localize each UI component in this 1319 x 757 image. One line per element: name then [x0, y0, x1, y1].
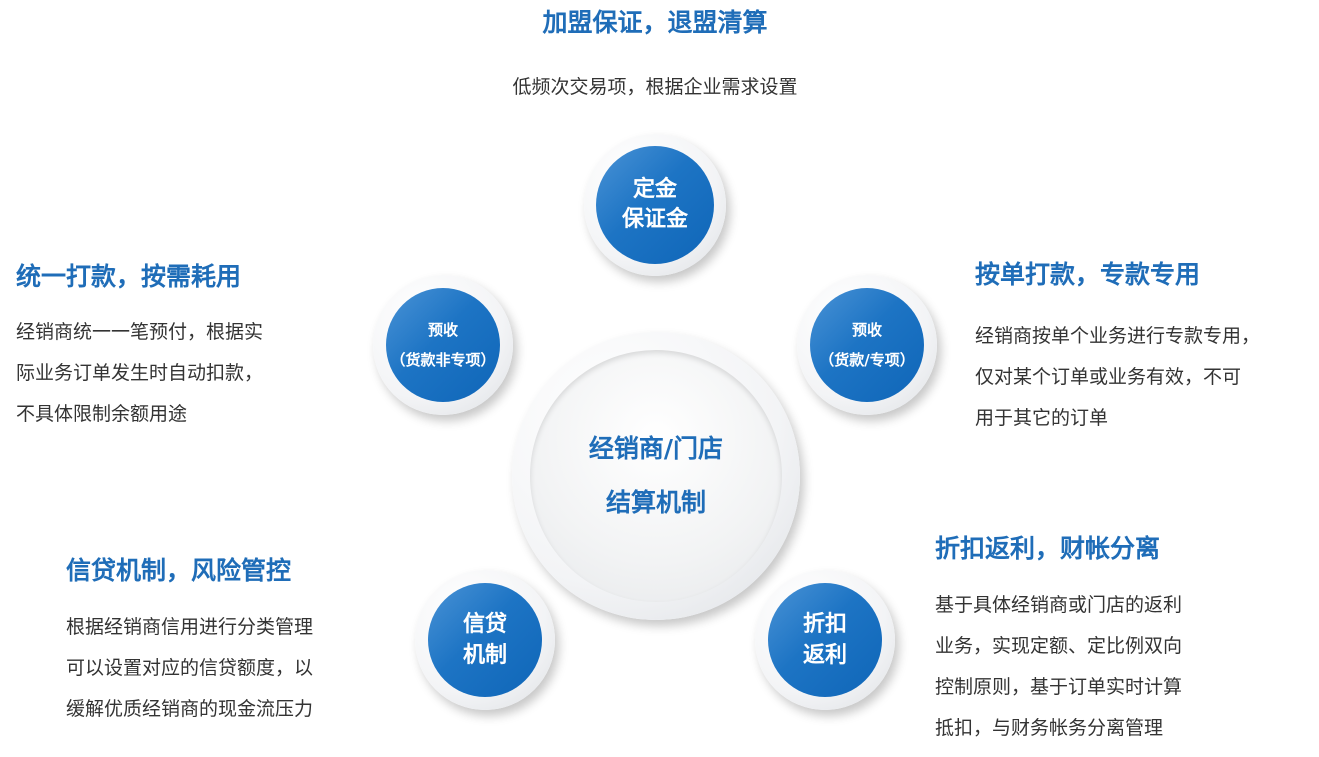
top-circle: 定金 保证金	[596, 146, 714, 264]
right-line: 经销商按单个业务进行专款专用，	[975, 325, 1261, 347]
bottom-left-description: 根据经销商信用进行分类管理 可以设置对应的信贷额度，以 缓解优质经销商的现金流压…	[66, 607, 313, 730]
bottom-left-circle-line-1: 信贷	[462, 612, 507, 637]
bottom-right-circle: 折扣 返利	[768, 583, 882, 697]
center-circle: 经销商/门店 结算机制	[530, 350, 782, 602]
right-heading: 按单打款，专款专用	[975, 260, 1201, 289]
left-circle: 预收 （货款非专项）	[386, 288, 500, 402]
right-line: 仅对某个订单或业务有效，不可	[975, 366, 1242, 388]
bottom-left-heading: 信贷机制，风险管控	[66, 556, 292, 585]
bottom-right-line: 基于具体经销商或门店的返利	[935, 594, 1183, 616]
left-line: 经销商统一一笔预付，根据实	[16, 321, 264, 343]
right-circle: 预收 （货款/专项）	[810, 288, 924, 402]
bottom-right-circle-line-2: 返利	[802, 643, 847, 668]
top-heading: 加盟保证，退盟清算	[542, 8, 768, 37]
left-heading: 统一打款，按需耗用	[16, 262, 242, 291]
bottom-right-line: 控制原则，基于订单实时计算	[935, 676, 1183, 698]
bottom-left-line: 根据经销商信用进行分类管理	[66, 616, 314, 638]
top-circle-line-2: 保证金	[621, 207, 688, 232]
bottom-right-description: 基于具体经销商或门店的返利 业务，实现定额、定比例双向 控制原则，基于订单实时计…	[935, 585, 1182, 749]
right-circle-line-1: 预收	[851, 321, 882, 339]
bottom-left-line: 可以设置对应的信贷额度，以	[66, 657, 314, 679]
right-line: 用于其它的订单	[975, 407, 1109, 429]
left-line: 不具体限制余额用途	[16, 403, 188, 425]
bottom-left-line: 缓解优质经销商的现金流压力	[66, 698, 314, 720]
left-description: 经销商统一一笔预付，根据实 际业务订单发生时自动扣款， 不具体限制余额用途	[16, 312, 263, 435]
bottom-right-heading: 折扣返利，财帐分离	[935, 534, 1161, 563]
center-line-1: 经销商/门店	[588, 434, 724, 463]
bottom-left-circle: 信贷 机制	[428, 583, 542, 697]
bottom-right-line: 抵扣，与财务帐务分离管理	[935, 717, 1164, 739]
center-line-2: 结算机制	[605, 488, 706, 517]
left-line: 际业务订单发生时自动扣款，	[16, 362, 264, 384]
bottom-left-circle-line-2: 机制	[462, 643, 507, 668]
top-description: 低频次交易项，根据企业需求设置	[512, 76, 798, 98]
left-circle-line-2: （货款非专项）	[390, 351, 496, 369]
left-circle-line-1: 预收	[427, 321, 458, 339]
bottom-right-line: 业务，实现定额、定比例双向	[935, 635, 1183, 657]
right-circle-line-2: （货款/专项）	[819, 351, 915, 369]
right-description: 经销商按单个业务进行专款专用， 仅对某个订单或业务有效，不可 用于其它的订单	[975, 316, 1260, 439]
bottom-right-circle-line-1: 折扣	[802, 612, 847, 637]
top-circle-line-1: 定金	[632, 177, 677, 202]
